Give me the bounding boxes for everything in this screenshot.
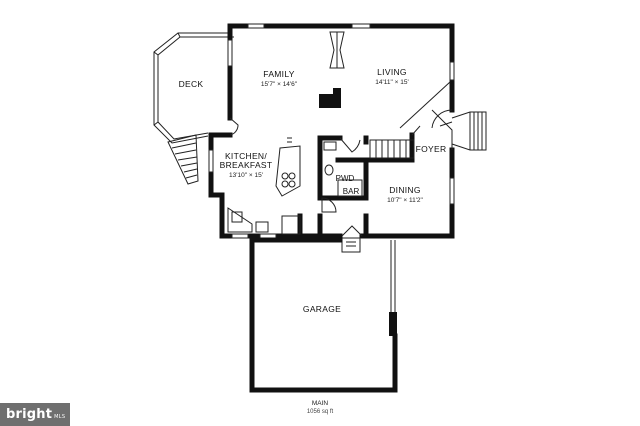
front-stoop-stairs: [439, 111, 487, 151]
deck-stairs: [167, 134, 199, 185]
family-label: FAMILY: [263, 69, 294, 79]
kitchen-fixtures: [227, 137, 301, 235]
living-diagonal-wall: [399, 81, 451, 129]
garage-outline: [249, 237, 398, 393]
bar-label: BAR: [343, 187, 360, 196]
dining-label: DINING: [389, 185, 421, 195]
living-label: LIVING: [377, 67, 407, 77]
kitchen-dims: 13'10" × 15': [229, 172, 263, 179]
doors: [229, 109, 453, 253]
powder-fixtures: [323, 141, 363, 197]
floor-level-label: MAIN: [312, 400, 329, 407]
main-stairs: [369, 125, 421, 159]
logo-brand-text: bright: [6, 407, 53, 422]
living-dims: 14'11" × 15': [375, 79, 408, 86]
dining-dims: 10'7" × 11'2": [387, 197, 423, 204]
pwd-label: PWD: [336, 174, 355, 183]
garage-label: GARAGE: [303, 304, 341, 314]
logo-suffix-text: MLS: [54, 414, 66, 420]
brightmls-logo: bright MLS: [0, 403, 70, 426]
deck-outline: [153, 32, 234, 144]
family-dims: 15'7" × 14'6": [261, 81, 298, 88]
interior-walls: [297, 132, 415, 239]
fireplace: [319, 31, 345, 108]
kitchen-label-line2: BREAKFAST: [220, 160, 273, 170]
kitchen-label-line1: KITCHEN/: [225, 151, 267, 161]
deck-label: DECK: [179, 79, 204, 89]
floor-area-label: 1056 sq ft: [307, 409, 334, 415]
foyer-label: FOYER: [416, 144, 447, 154]
windows: [208, 23, 455, 239]
